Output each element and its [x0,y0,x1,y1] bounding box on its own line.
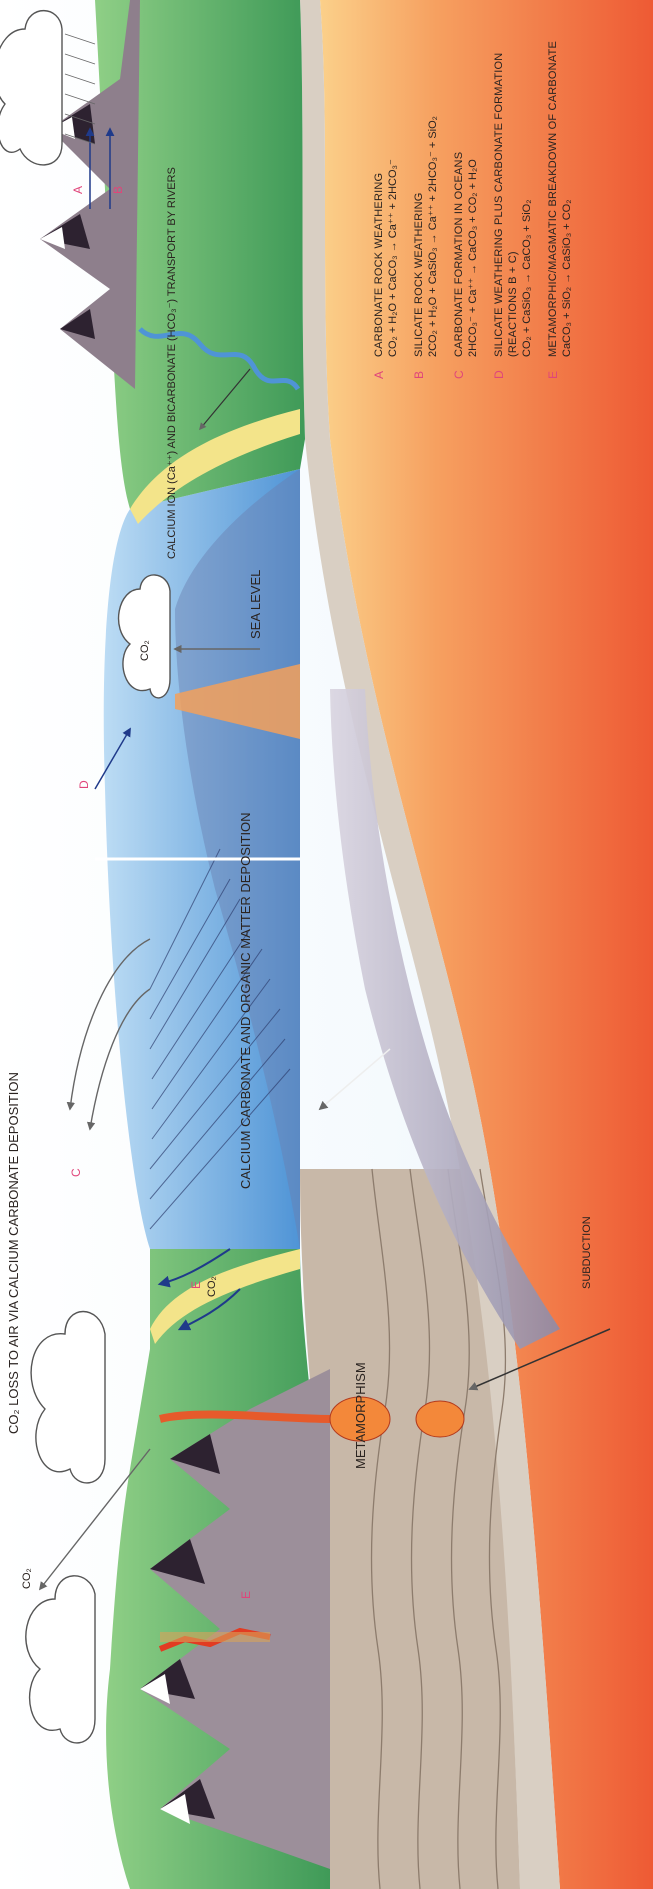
marker-e-ocean: E [189,1281,203,1289]
label-subduction: SUBDUCTION [581,1216,593,1289]
legend-equation-c: 2HCO₃⁻ + Ca⁺⁺ → CaCO₃ + CO₂ + H₂O [466,152,480,357]
label-co2-loss: CO₂ LOSS TO AIR VIA CALCIUM CARBONATE DE… [6,1072,21,1434]
legend-title-b: SILICATE ROCK WEATHERING [412,116,426,357]
marker-a: A [71,186,85,194]
legend-key-b: B [412,367,440,379]
label-rivers: CALCIUM ION (Ca⁺⁺) AND BICARBONATE (HCO₃… [166,167,178,559]
legend-key-d: D [492,367,534,379]
legend-equation-b: 2CO₂ + H₂O + CaSiO₃ → Ca⁺⁺ + 2HCO₃⁻ + Si… [426,116,440,357]
legend-equation-e: CaCO₃ + SiO₂ → CaSiO₃ + CO₂ [560,41,574,357]
legend-title-d: SILICATE WEATHERING PLUS CARBONATE FORMA… [492,19,520,357]
marker-c: C [69,1168,83,1177]
marker-d: D [77,780,91,789]
label-co2-volcano: CO₂ [21,1568,33,1589]
legend-equation-d: CO₂ + CaSiO₃ → CaCO₃ + SiO₂ [520,19,534,357]
label-co2-ridge: CO₂ [139,640,151,661]
legend-title-c: CARBONATE FORMATION IN OCEANS [452,152,466,357]
magma-chamber-lower [416,1401,464,1437]
legend-title-e: METAMORPHIC/MAGMATIC BREAKDOWN OF CARBON… [546,41,560,357]
marker-b: B [111,186,125,194]
legend-item-c: C CARBONATE FORMATION IN OCEANS 2HCO₃⁻ +… [452,19,480,379]
label-metamorphism: METAMORPHISM [353,1362,368,1469]
legend-item-a: A CARBONATE ROCK WEATHERING CO₂ + H₂O + … [372,19,400,379]
legend-key-a: A [372,367,400,379]
label-co2-ocean: CO₂ [206,1276,218,1297]
marker-e-volcano: E [239,1591,253,1599]
legend: A CARBONATE ROCK WEATHERING CO₂ + H₂O + … [372,19,586,379]
legend-equation-a: CO₂ + H₂O + CaCO₃ → Ca⁺⁺ + 2HCO₃⁻ [386,159,400,357]
legend-key-e: E [546,367,574,379]
legend-item-d: D SILICATE WEATHERING PLUS CARBONATE FOR… [492,19,534,379]
legend-item-b: B SILICATE ROCK WEATHERING 2CO₂ + H₂O + … [412,19,440,379]
label-sea-level: SEA LEVEL [248,570,263,639]
legend-key-c: C [452,367,480,379]
label-calcium-deposition: CALCIUM CARBONATE AND ORGANIC MATTER DEP… [238,812,253,1189]
legend-title-a: CARBONATE ROCK WEATHERING [372,159,386,357]
magma-conduit [160,1415,330,1419]
legend-item-e: E METAMORPHIC/MAGMATIC BREAKDOWN OF CARB… [546,19,574,379]
